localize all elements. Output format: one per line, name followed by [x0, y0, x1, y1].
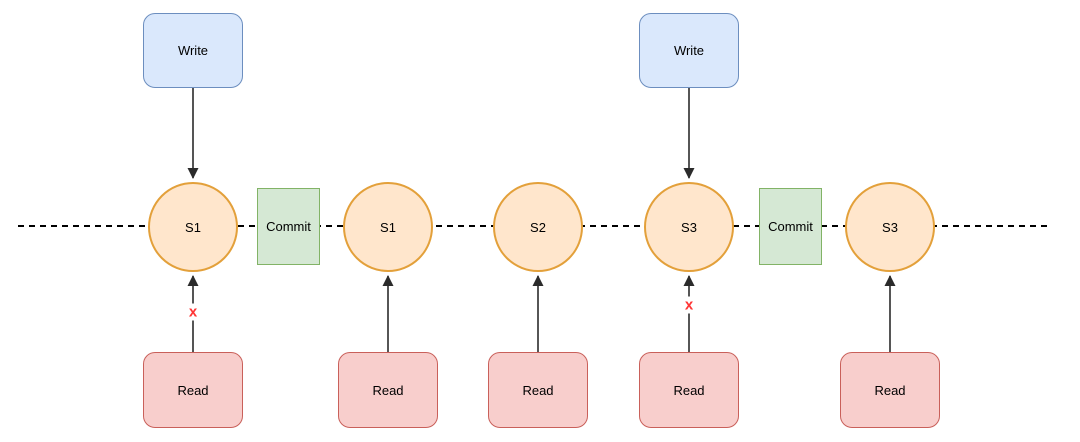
snapshot-node-s2: S2	[493, 182, 583, 272]
read-node-2: Read	[338, 352, 438, 428]
write-node-1: Write	[143, 13, 243, 88]
commit-node-1: Commit	[257, 188, 320, 265]
snapshot-node-s3-b: S3	[845, 182, 935, 272]
snapshot-node-s1-a: S1	[148, 182, 238, 272]
read-node-4: Read	[639, 352, 739, 428]
commit-node-2: Commit	[759, 188, 822, 265]
write-node-2: Write	[639, 13, 739, 88]
snapshot-node-s3-a: S3	[644, 182, 734, 272]
blocked-read-x-mark-1: x	[186, 303, 200, 321]
snapshot-node-s1-b: S1	[343, 182, 433, 272]
read-node-3: Read	[488, 352, 588, 428]
blocked-read-x-mark-2: x	[682, 296, 696, 314]
read-node-5: Read	[840, 352, 940, 428]
read-node-1: Read	[143, 352, 243, 428]
